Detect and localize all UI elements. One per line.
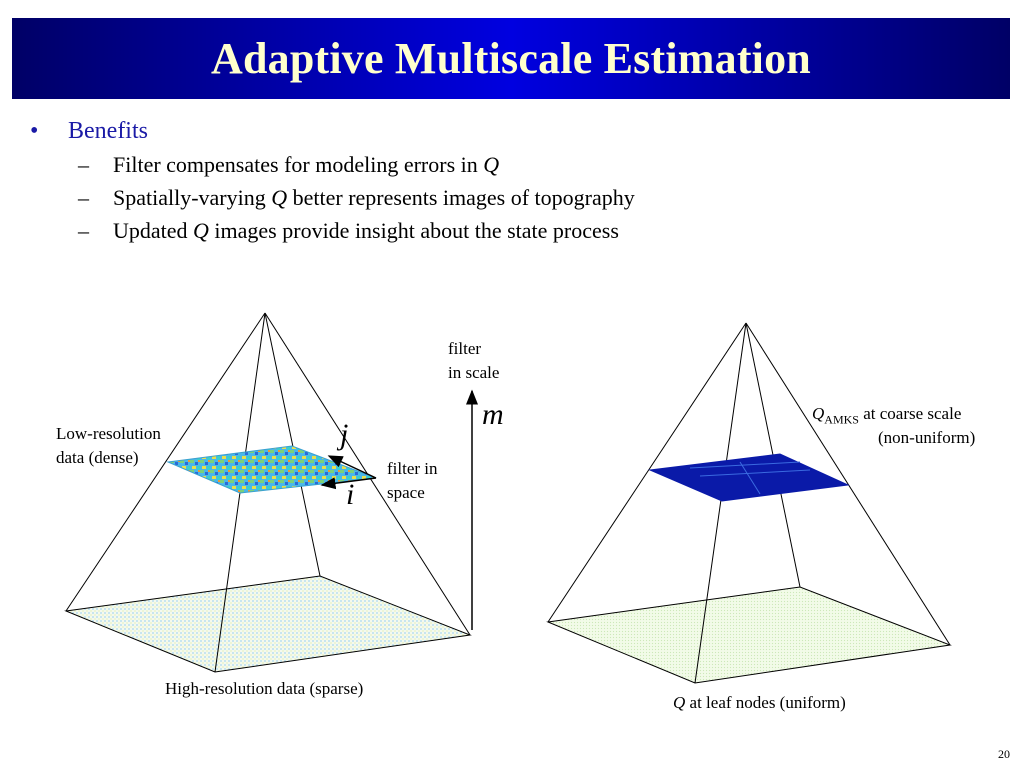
sub-bullet-2-tail: better represents images of topography [287,185,635,210]
leaf-nodes-text: at leaf nodes (uniform) [685,693,846,712]
bullet-dot-icon: • [30,118,39,144]
low-res-line1: Low-resolution [56,424,161,443]
bullet-list: • Benefits – Filter compensates for mode… [30,118,990,251]
sub-bullet-3: – Updated Q images provide insight about… [30,218,990,251]
high-res-label: High-resolution data (sparse) [165,679,364,698]
qamks-plane [648,453,850,502]
leaf-plane [546,586,952,684]
q-symbol: Q [673,693,686,712]
filter-scale-line1: filter [448,339,482,358]
j-label: j [340,418,349,451]
high-res-plane [64,575,472,673]
bullet-benefits: • Benefits [30,118,990,152]
bullet-benefits-text: Benefits [68,118,148,144]
filter-scale-label: filter in scale [448,337,499,385]
left-pyramid [64,312,478,673]
sub-bullet-3-text: Updated [113,218,194,243]
slide-title: Adaptive Multiscale Estimation [211,34,811,83]
filter-space-line1: filter in [387,459,438,478]
dash-icon: – [78,185,89,210]
low-res-plane [166,445,377,494]
q-symbol: Q [193,218,209,243]
m-label: m [482,398,504,431]
arrow-i [320,477,377,490]
sub-bullet-3-tail: images provide insight about the state p… [208,218,619,243]
q-symbol: Q [483,152,500,177]
filter-scale-line2: in scale [448,363,500,382]
arrow-j [327,455,377,479]
sub-bullet-1: – Filter compensates for modeling errors… [30,152,990,185]
filter-space-label: filter in space [387,457,438,505]
sub-bullet-2: – Spatially-varying Q better represents … [30,185,990,218]
dash-icon: – [78,218,89,243]
page-number: 20 [998,747,1010,761]
right-pyramid [546,322,952,684]
filter-space-line2: space [387,483,425,502]
qamks-label: QAMKS at coarse scale [812,402,961,431]
low-res-line2: data (dense) [56,448,139,467]
i-label: i [346,478,355,511]
q-symbol: Q [812,404,825,423]
coarse-scale-text: at coarse scale [858,404,962,423]
sub-bullet-2-text: Spatially-varying [113,185,272,210]
amks-subscript: AMKS [824,412,859,427]
low-res-label: Low-resolution data (dense) [56,422,161,470]
leaf-nodes-label: Q at leaf nodes (uniform) [673,691,846,715]
non-uniform-label: (non-uniform) [878,428,976,447]
dash-icon: – [78,152,89,177]
q-symbol: Q [271,185,288,210]
title-bar: Adaptive Multiscale Estimation [12,18,1010,99]
sub-bullet-1-text: Filter compensates for modeling errors i… [113,152,484,177]
